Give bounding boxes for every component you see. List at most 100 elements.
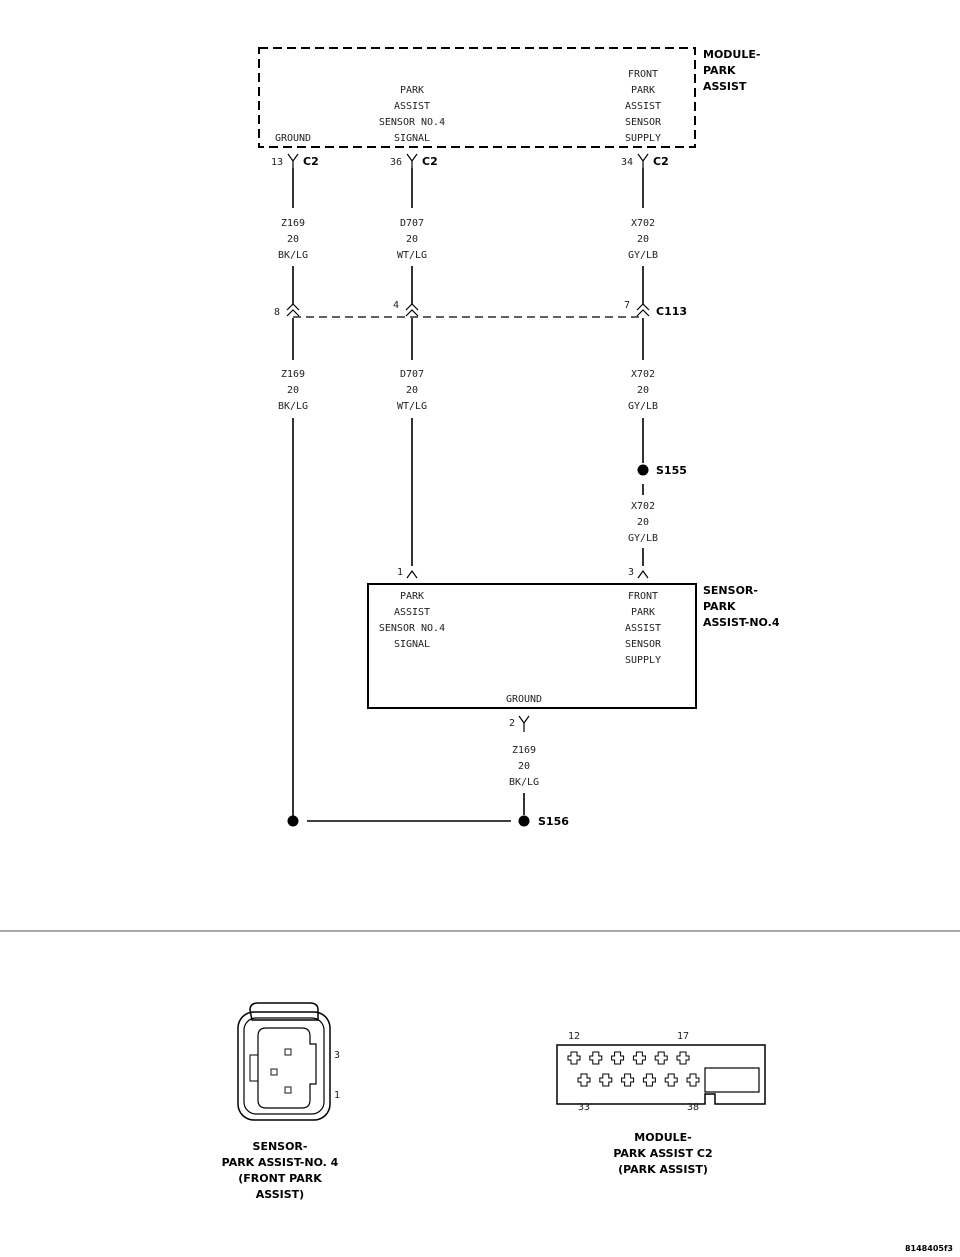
module-c2-pin-38: 38 bbox=[687, 1102, 699, 1113]
svg-text:PARK: PARK bbox=[400, 591, 424, 602]
c2-cavity-bottom-5 bbox=[664, 1073, 678, 1087]
svg-text:WT/LG: WT/LG bbox=[397, 250, 427, 261]
svg-text:SUPPLY: SUPPLY bbox=[625, 655, 661, 666]
wire-label-ground-upper: Z169 20 BK/LG bbox=[278, 218, 308, 261]
module-ground-label: GROUND bbox=[275, 133, 311, 144]
sensor-title-2: PARK bbox=[703, 600, 736, 613]
wire-label-ground-lower: Z169 20 BK/LG bbox=[278, 369, 308, 412]
wire-label-supply-lower: X702 20 GY/LB bbox=[628, 369, 658, 412]
wire-label-signal-upper: D707 20 WT/LG bbox=[397, 218, 427, 261]
svg-text:4: 4 bbox=[393, 300, 399, 311]
svg-text:PARK: PARK bbox=[631, 607, 655, 618]
svg-text:SIGNAL: SIGNAL bbox=[394, 639, 430, 650]
svg-text:20: 20 bbox=[287, 385, 299, 396]
sensor-ground-label: GROUND bbox=[506, 694, 542, 705]
svg-text:Z169: Z169 bbox=[281, 218, 305, 229]
svg-text:X702: X702 bbox=[631, 218, 655, 229]
svg-text:BK/LG: BK/LG bbox=[278, 401, 308, 412]
svg-text:PARK: PARK bbox=[631, 85, 655, 96]
svg-text:WT/LG: WT/LG bbox=[397, 401, 427, 412]
c2-cavity-top-4 bbox=[632, 1051, 646, 1065]
svg-text:PARK ASSIST C2: PARK ASSIST C2 bbox=[613, 1147, 712, 1160]
module-park-assist-box bbox=[258, 47, 696, 148]
svg-text:SENSOR: SENSOR bbox=[625, 117, 662, 128]
svg-text:36: 36 bbox=[390, 157, 402, 168]
module-c2-pin-12: 12 bbox=[568, 1031, 580, 1042]
sensor-title-1: SENSOR- bbox=[703, 584, 758, 597]
svg-text:C2: C2 bbox=[653, 155, 669, 168]
splice-s156-dot bbox=[518, 815, 530, 827]
module-pin-ground: 13 C2 bbox=[271, 153, 319, 168]
c113-pin-signal: 4 bbox=[393, 300, 419, 317]
wire-label-s155: X702 20 GY/LB bbox=[628, 501, 658, 544]
sensor-pin-ground: 2 bbox=[509, 715, 530, 732]
svg-text:20: 20 bbox=[637, 517, 649, 528]
module-title-2: PARK bbox=[703, 64, 736, 77]
module-c2-pin-17: 17 bbox=[677, 1031, 689, 1042]
sensor-connector-caption: SENSOR- PARK ASSIST-NO. 4 (FRONT PARK AS… bbox=[222, 1140, 339, 1201]
svg-text:MODULE-: MODULE- bbox=[634, 1131, 691, 1144]
wire-label-sensor-ground: Z169 20 BK/LG bbox=[509, 745, 539, 788]
c113-label: C113 bbox=[656, 305, 687, 318]
svg-text:20: 20 bbox=[518, 761, 530, 772]
svg-text:BK/LG: BK/LG bbox=[509, 777, 539, 788]
splice-s155-dot bbox=[637, 464, 649, 476]
svg-text:20: 20 bbox=[637, 385, 649, 396]
svg-text:SENSOR NO.4: SENSOR NO.4 bbox=[379, 623, 445, 634]
module-c2-connector-caption: MODULE- PARK ASSIST C2 (PARK ASSIST) bbox=[613, 1131, 712, 1176]
c2-cavity-top-1 bbox=[567, 1051, 581, 1065]
sensor-signal-label: PARK ASSIST SENSOR NO.4 SIGNAL bbox=[379, 591, 445, 650]
svg-text:GY/LB: GY/LB bbox=[628, 401, 658, 412]
splice-ground-left-dot bbox=[287, 815, 299, 827]
svg-text:D707: D707 bbox=[400, 218, 424, 229]
svg-text:20: 20 bbox=[287, 234, 299, 245]
svg-text:1: 1 bbox=[397, 567, 403, 578]
svg-text:3: 3 bbox=[628, 567, 634, 578]
c2-cavity-bottom-1 bbox=[577, 1073, 591, 1087]
svg-text:8: 8 bbox=[274, 307, 280, 318]
svg-text:Z169: Z169 bbox=[512, 745, 536, 756]
c2-cavity-top-5 bbox=[654, 1051, 668, 1065]
svg-text:ASSIST: ASSIST bbox=[625, 101, 661, 112]
svg-text:ASSIST: ASSIST bbox=[394, 607, 430, 618]
module-c2-pin-33: 33 bbox=[578, 1102, 590, 1113]
c2-cavity-bottom-2 bbox=[599, 1073, 613, 1087]
sensor-pin-signal: 1 bbox=[397, 567, 418, 579]
svg-text:(FRONT PARK: (FRONT PARK bbox=[238, 1172, 322, 1185]
svg-text:SUPPLY: SUPPLY bbox=[625, 133, 661, 144]
svg-text:2: 2 bbox=[509, 718, 515, 729]
module-pin-supply: 34 C2 bbox=[621, 153, 669, 168]
svg-text:ASSIST: ASSIST bbox=[625, 623, 661, 634]
svg-text:FRONT: FRONT bbox=[628, 591, 658, 602]
svg-text:FRONT: FRONT bbox=[628, 69, 658, 80]
svg-text:SENSOR: SENSOR bbox=[625, 639, 662, 650]
svg-text:SIGNAL: SIGNAL bbox=[394, 133, 430, 144]
svg-text:X702: X702 bbox=[631, 501, 655, 512]
svg-text:GY/LB: GY/LB bbox=[628, 533, 658, 544]
splice-s156-label: S156 bbox=[538, 815, 569, 828]
svg-text:13: 13 bbox=[271, 157, 283, 168]
module-title-1: MODULE- bbox=[703, 48, 760, 61]
svg-text:D707: D707 bbox=[400, 369, 424, 380]
sensor-pin-supply: 3 bbox=[628, 567, 649, 579]
sensor-box bbox=[367, 583, 697, 709]
svg-text:SENSOR NO.4: SENSOR NO.4 bbox=[379, 117, 445, 128]
module-c2-connector-view: 12 17 33 38 bbox=[556, 1031, 766, 1113]
module-supply-label: FRONT PARK ASSIST SENSOR SUPPLY bbox=[625, 69, 662, 144]
sensor-title-3: ASSIST-NO.4 bbox=[703, 616, 780, 629]
svg-text:Z169: Z169 bbox=[281, 369, 305, 380]
c113-pin-supply: 7 bbox=[624, 300, 650, 317]
splice-s155-label: S155 bbox=[656, 464, 687, 477]
figure-id: 8148405f3 bbox=[905, 1244, 953, 1253]
svg-text:BK/LG: BK/LG bbox=[278, 250, 308, 261]
c2-cavity-bottom-4 bbox=[642, 1073, 656, 1087]
c2-cavity-top-2 bbox=[589, 1051, 603, 1065]
module-pin-signal: 36 C2 bbox=[390, 153, 438, 168]
sensor-connector-view: 3 1 bbox=[237, 1002, 340, 1121]
sensor-connector-pin-1: 1 bbox=[334, 1090, 340, 1101]
svg-text:ASSIST): ASSIST) bbox=[256, 1188, 304, 1201]
svg-text:20: 20 bbox=[406, 385, 418, 396]
svg-text:GY/LB: GY/LB bbox=[628, 250, 658, 261]
svg-text:7: 7 bbox=[624, 300, 630, 311]
